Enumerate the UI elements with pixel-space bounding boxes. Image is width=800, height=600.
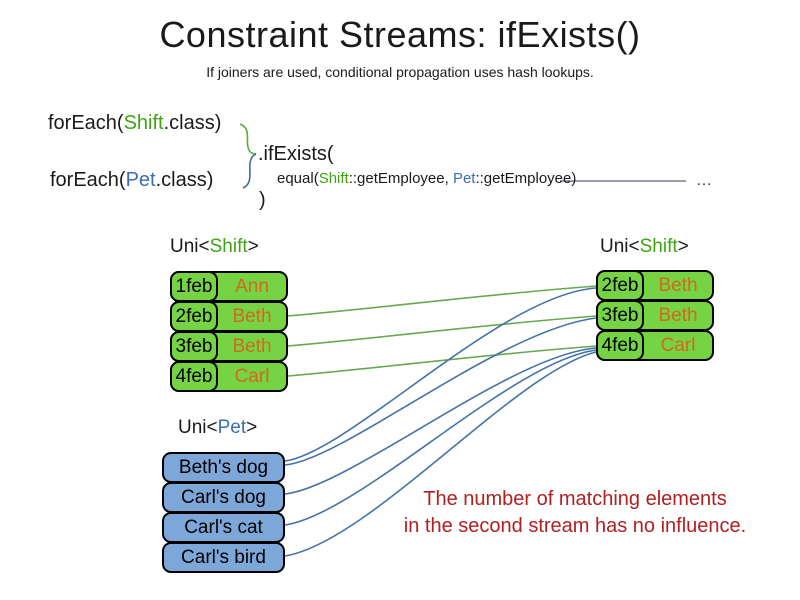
note-line-2: in the second stream has no influence. — [403, 515, 747, 537]
left-shift-table: 1feb Ann 2feb Beth 3feb Beth 4feb Carl — [170, 271, 288, 392]
pet-list: Beth's dog Carl's dog Carl's cat Carl's … — [162, 452, 285, 573]
label-text: > — [247, 236, 259, 257]
right-shift-table-label: Uni<Shift> — [600, 236, 689, 258]
pet-type-token: Pet — [452, 170, 476, 187]
code-text: .class) — [163, 112, 222, 134]
brace-shift-curve — [239, 123, 257, 155]
shift-name-cell: Carl — [234, 365, 270, 387]
shift-row: 4feb Carl — [596, 330, 714, 361]
shift-row: 4feb Carl — [170, 361, 288, 392]
brace-pet-curve — [242, 153, 257, 189]
continuation-ellipsis: … — [696, 172, 712, 189]
pet-row: Beth's dog — [162, 452, 285, 483]
pet-row: Carl's cat — [162, 512, 285, 543]
shift-row: 3feb Beth — [596, 300, 714, 331]
label-text: > — [677, 236, 689, 257]
code-foreach-shift: forEach(Shift.class) — [48, 112, 221, 135]
subtitle: If joiners are used, conditional propaga… — [206, 64, 594, 80]
shift-name-cell: Ann — [235, 275, 269, 297]
shift-date-cell: 2feb — [170, 301, 218, 332]
shift-type-token: Shift — [318, 170, 349, 187]
right-shift-table: 2feb Beth 3feb Beth 4feb Carl — [596, 270, 714, 361]
page-title: Constraint Streams: ifExists() — [159, 14, 641, 55]
line-shift-2feb — [287, 285, 597, 317]
shift-date-cell: 2feb — [596, 270, 644, 301]
line-bethsdog-3feb — [284, 317, 597, 466]
shift-date-cell: 4feb — [170, 361, 218, 392]
pet-row: Carl's bird — [162, 542, 285, 573]
label-text: Uni< — [178, 417, 218, 438]
note-text: The number of matching elements in the s… — [380, 486, 770, 540]
shift-row: 3feb Beth — [170, 331, 288, 362]
code-text: equal( — [277, 170, 319, 187]
shift-row: 2feb Beth — [596, 270, 714, 301]
note-line-1: The number of matching elements — [423, 488, 727, 510]
shift-date-cell: 3feb — [596, 300, 644, 331]
shift-name-cell: Beth — [658, 304, 698, 326]
shift-date-cell: 1feb — [170, 271, 218, 302]
code-text: ::getEmployee, — [348, 170, 453, 187]
shift-row: 1feb Ann — [170, 271, 288, 302]
label-text: Uni< — [170, 236, 210, 257]
line-carlsbird-4feb — [284, 351, 597, 557]
code-foreach-pet: forEach(Pet.class) — [50, 169, 213, 192]
shift-name-cell: Beth — [232, 305, 272, 327]
shift-date-cell: 3feb — [170, 331, 218, 362]
pet-type-token: Pet — [125, 169, 156, 191]
label-text: Uni< — [600, 236, 640, 257]
left-shift-table-label: Uni<Shift> — [170, 236, 259, 258]
pet-row: Carl's dog — [162, 482, 285, 513]
shift-date-cell: 4feb — [596, 330, 644, 361]
code-close-paren: ) — [259, 189, 266, 211]
shift-name-cell: Beth — [232, 335, 272, 357]
line-shift-4feb — [287, 345, 597, 377]
code-text: .class) — [155, 169, 214, 191]
shift-type-token: Shift — [123, 112, 164, 134]
line-carlsdog-4feb — [284, 347, 597, 495]
code-text: forEach( — [50, 169, 126, 191]
code-equal-joiner: equal(Shift::getEmployee, Pet::getEmploy… — [277, 170, 576, 187]
shift-type-token: Shift — [639, 236, 678, 257]
line-bethsdog-2feb — [284, 287, 597, 462]
code-ifexists: .ifExists( — [258, 143, 334, 165]
shift-name-cell: Beth — [658, 274, 698, 296]
pet-list-label: Uni<Pet> — [178, 417, 257, 439]
pet-type-token: Pet — [217, 417, 247, 438]
line-shift-3feb — [287, 315, 597, 347]
code-text: forEach( — [48, 112, 124, 134]
shift-name-cell: Carl — [660, 334, 696, 356]
label-text: > — [246, 417, 258, 438]
code-text: ::getEmployee) — [475, 170, 577, 187]
line-carlscat-4feb — [284, 349, 597, 526]
shift-type-token: Shift — [209, 236, 248, 257]
shift-row: 2feb Beth — [170, 301, 288, 332]
